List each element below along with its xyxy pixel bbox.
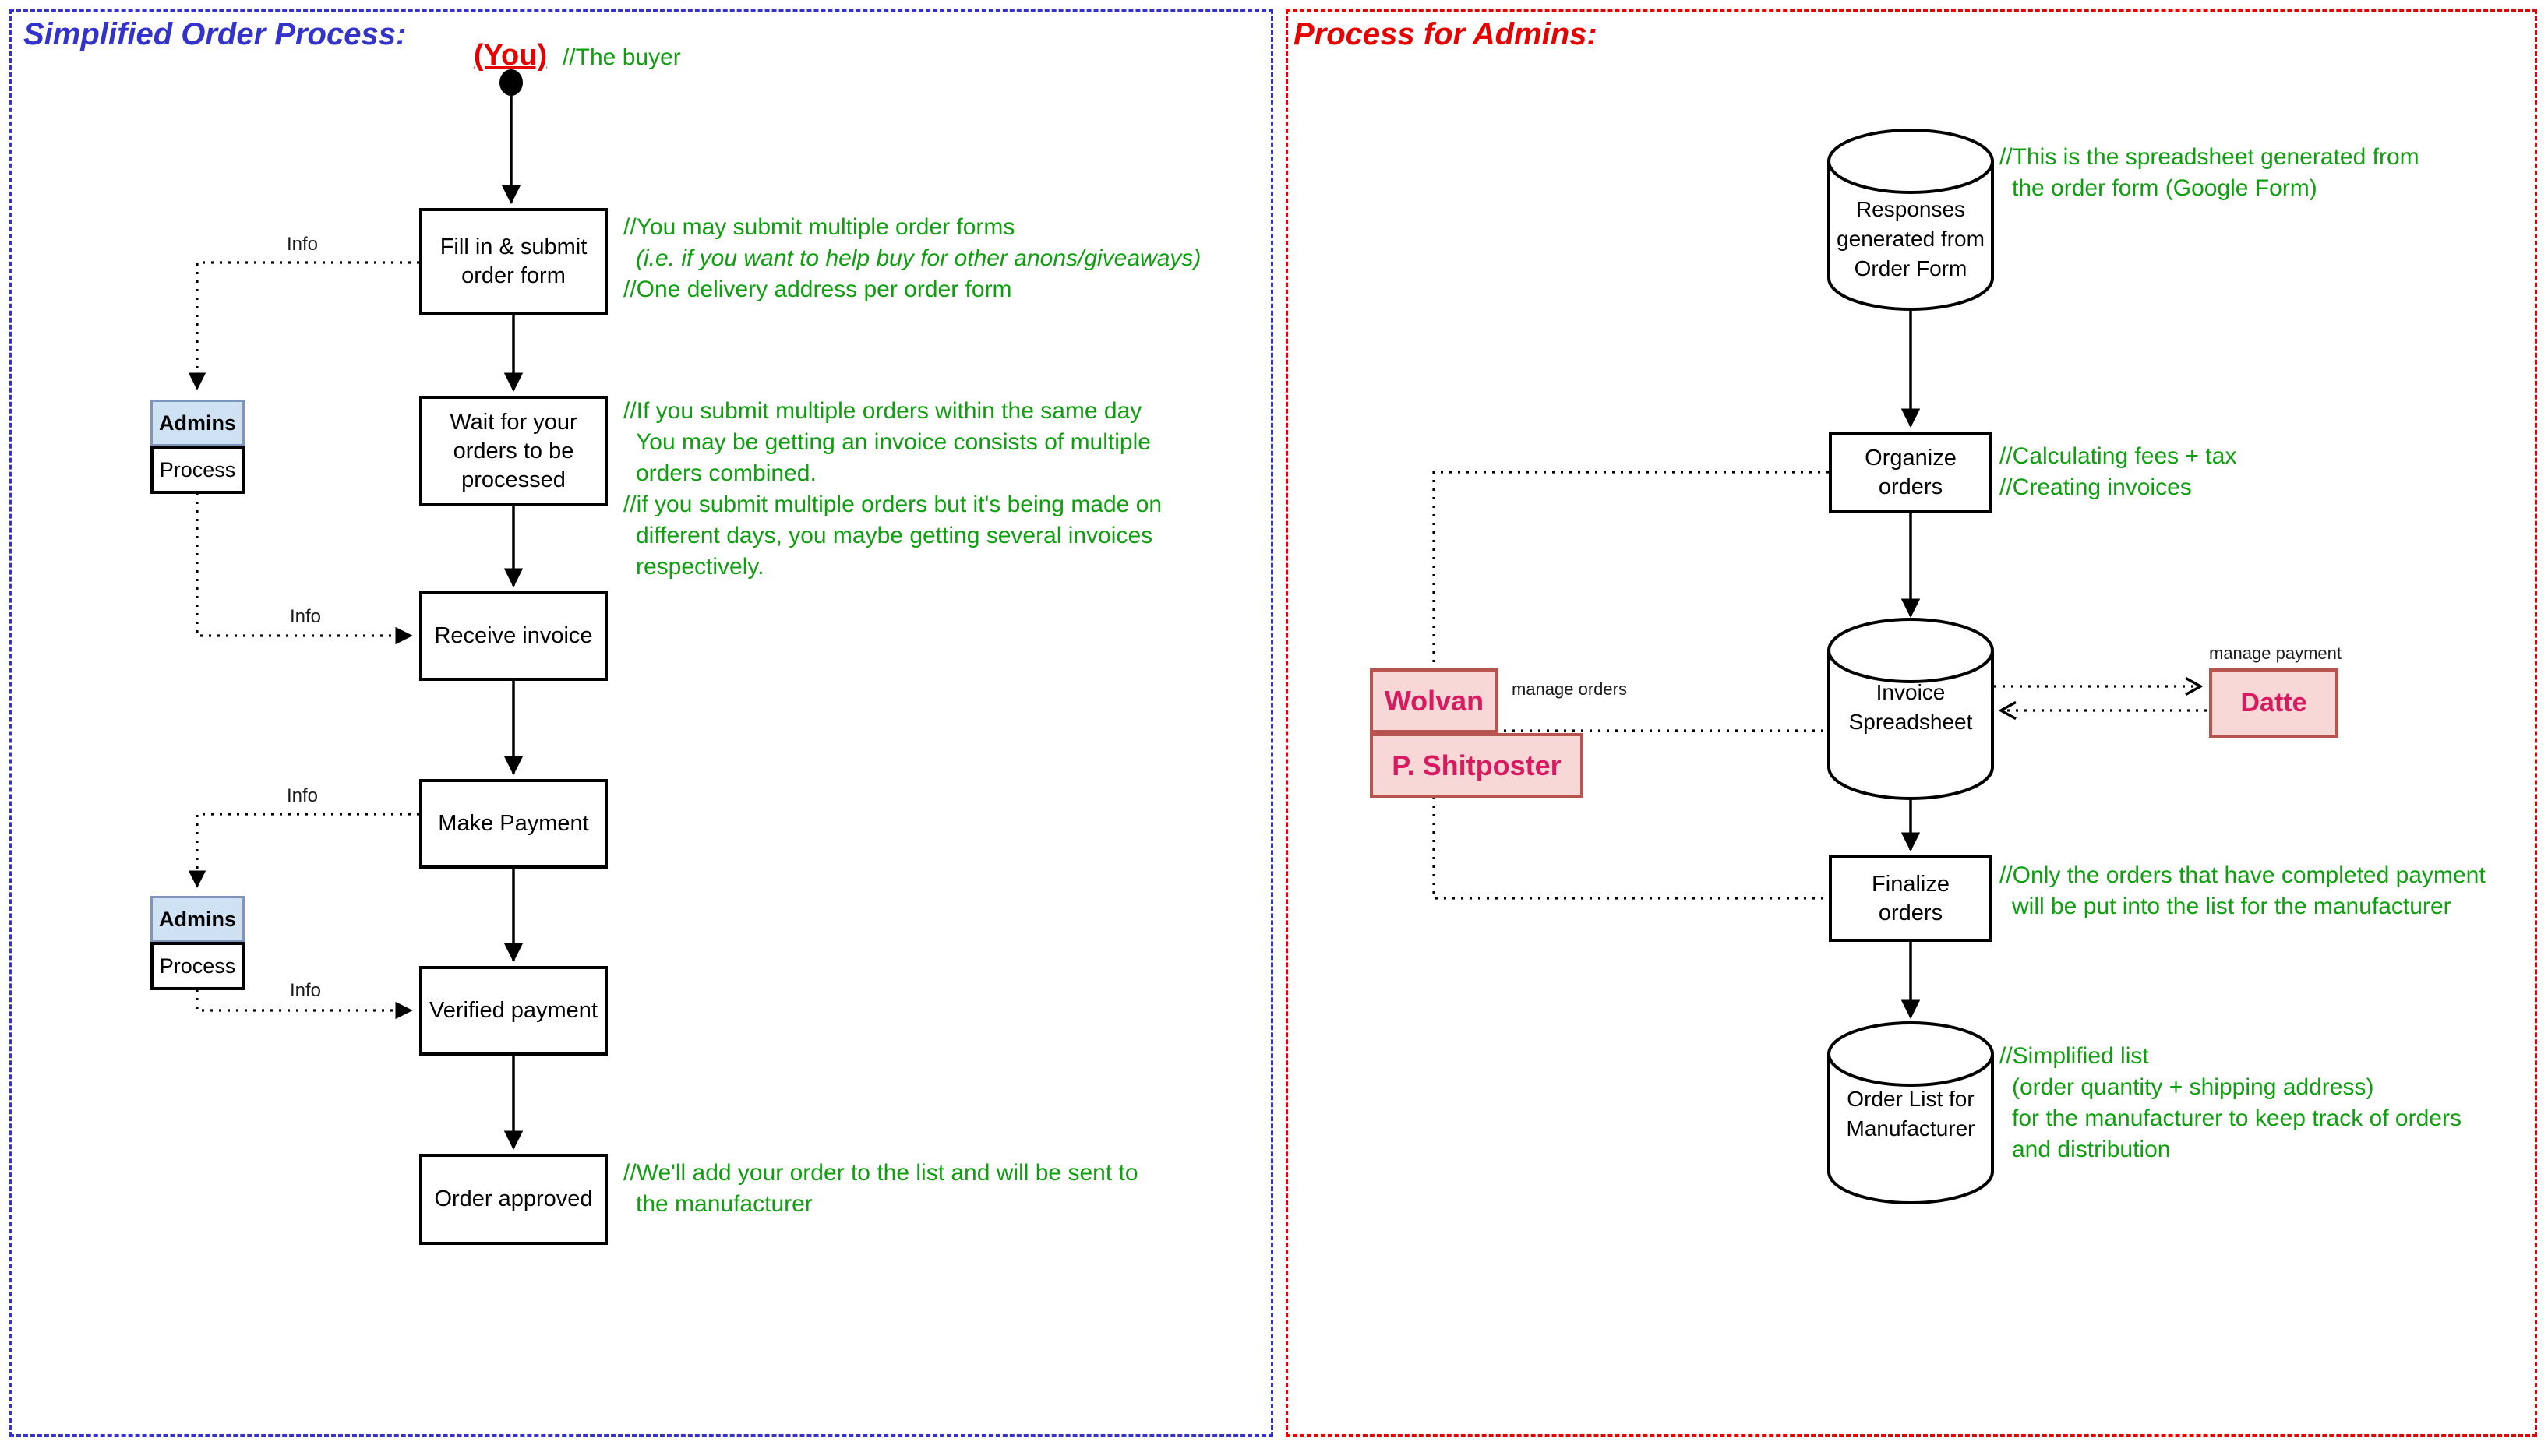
step-make-payment: Make Payment	[419, 779, 608, 869]
step-finalize-orders: Finalize orders	[1829, 855, 1992, 942]
buyer-note: //The buyer	[563, 44, 681, 70]
responses-db-label: Responses generated from Order Form	[1837, 197, 1985, 280]
comment-line: //Calculating fees + tax	[1999, 443, 2237, 469]
admins-lane-1-header: Admins	[150, 400, 245, 446]
actor-p-shitposter: P. Shitposter	[1370, 733, 1583, 798]
step-receive-invoice: Receive invoice	[419, 591, 608, 681]
invoice-db-cylinder	[1827, 618, 1994, 800]
invoice-db-label: Invoice Spreadsheet	[1848, 680, 1973, 734]
comment-responses-db: //This is the spreadsheet generated from…	[1999, 142, 2419, 204]
comment-line: and distribution	[2012, 1137, 2171, 1162]
comment-line: //Simplified list	[1999, 1043, 2149, 1069]
left-panel-title: Simplified Order Process:	[23, 17, 407, 51]
comment-order-list-db: //Simplified list (order quantity + ship…	[1999, 1041, 2462, 1165]
actor-wolvan: Wolvan	[1370, 668, 1498, 733]
comment-line: the manufacturer	[636, 1191, 813, 1217]
comment-line: for the manufacturer to keep track of or…	[2012, 1105, 2462, 1131]
info-edge-label-1: Info	[287, 234, 319, 255]
comment-line: will be put into the list for the manufa…	[2012, 894, 2451, 919]
step-wait-processing: Wait for your orders to be processed	[419, 396, 608, 506]
responses-db-cylinder	[1827, 129, 1994, 311]
manage-orders-label: manage orders	[1512, 679, 1627, 699]
comment-line: //One delivery address per order form	[623, 277, 1012, 302]
step-organize-orders: Organize orders	[1829, 432, 1992, 513]
step-order-approved: Order approved	[419, 1154, 608, 1245]
order-list-db-label: Order List for Manufacturer	[1846, 1087, 1975, 1140]
order-list-db-cylinder	[1827, 1021, 1994, 1204]
start-node	[499, 69, 523, 96]
process-for-admins-panel	[1286, 9, 2537, 1437]
comment-order-approved: //We'll add your order to the list and w…	[623, 1158, 1138, 1220]
info-edge-label-3: Info	[287, 785, 319, 806]
comment-line: //Creating invoices	[1999, 474, 2192, 500]
comment-line: orders combined.	[636, 460, 817, 486]
buyer-actor-label: (You)	[473, 39, 548, 72]
info-edge-label-2: Info	[290, 606, 322, 627]
comment-line: //We'll add your order to the list and w…	[623, 1160, 1138, 1186]
comment-line: //Only the orders that have completed pa…	[1999, 862, 2486, 888]
comment-wait: //If you submit multiple orders within t…	[623, 396, 1162, 583]
comment-line: //If you submit multiple orders within t…	[623, 398, 1142, 424]
comment-organize: //Calculating fees + tax //Creating invo…	[1999, 441, 2236, 503]
comment-line: //This is the spreadsheet generated from	[1999, 144, 2419, 170]
info-edge-label-4: Info	[290, 980, 322, 1001]
comment-line: //if you submit multiple orders but it's…	[623, 492, 1163, 517]
simplified-order-process-panel	[9, 9, 1273, 1437]
admins-lane-2-body: Process	[150, 942, 245, 990]
comment-line: //You may submit multiple order forms	[623, 214, 1015, 240]
right-panel-title: Process for Admins:	[1293, 17, 1597, 51]
comment-fill-form: //You may submit multiple order forms (i…	[623, 212, 1201, 305]
admins-lane-1-body: Process	[150, 446, 245, 494]
step-fill-form: Fill in & submit order form	[419, 208, 608, 315]
comment-line: different days, you maybe getting severa…	[636, 523, 1153, 548]
comment-line: You may be getting an invoice consists o…	[636, 429, 1151, 455]
comment-line: (order quantity + shipping address)	[2012, 1074, 2374, 1100]
actor-datte: Datte	[2209, 668, 2338, 738]
comment-finalize: //Only the orders that have completed pa…	[1999, 860, 2486, 922]
manage-payment-label: manage payment	[2209, 643, 2342, 663]
comment-line: respectively.	[636, 554, 764, 580]
step-verified-payment: Verified payment	[419, 966, 608, 1056]
comment-line: the order form (Google Form)	[2012, 175, 2317, 201]
admins-lane-2-header: Admins	[150, 896, 245, 943]
comment-line: (i.e. if you want to help buy for other …	[636, 245, 1202, 271]
